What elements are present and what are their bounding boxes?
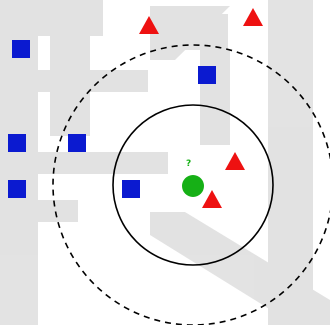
watermark-bar [38,70,148,92]
blue-square-icon [12,40,30,58]
query-label: ? [186,159,191,169]
inner-neighborhood-circle [112,104,274,266]
query-point [182,175,204,197]
watermark-bar [200,50,230,145]
red-triangle-icon [202,190,222,208]
watermark-bar [38,0,103,36]
watermark-diagonal [150,212,330,325]
red-triangle-icon [225,152,245,170]
watermark-bar [0,152,168,174]
blue-square-icon [198,66,216,84]
blue-square-icon [8,134,26,152]
red-triangle-icon [139,16,159,34]
blue-square-icon [68,134,86,152]
watermark-bar [0,200,78,222]
blue-square-icon [122,180,140,198]
blue-square-icon [8,180,26,198]
watermark-diagonal [150,6,230,60]
red-triangle-icon [243,8,263,26]
